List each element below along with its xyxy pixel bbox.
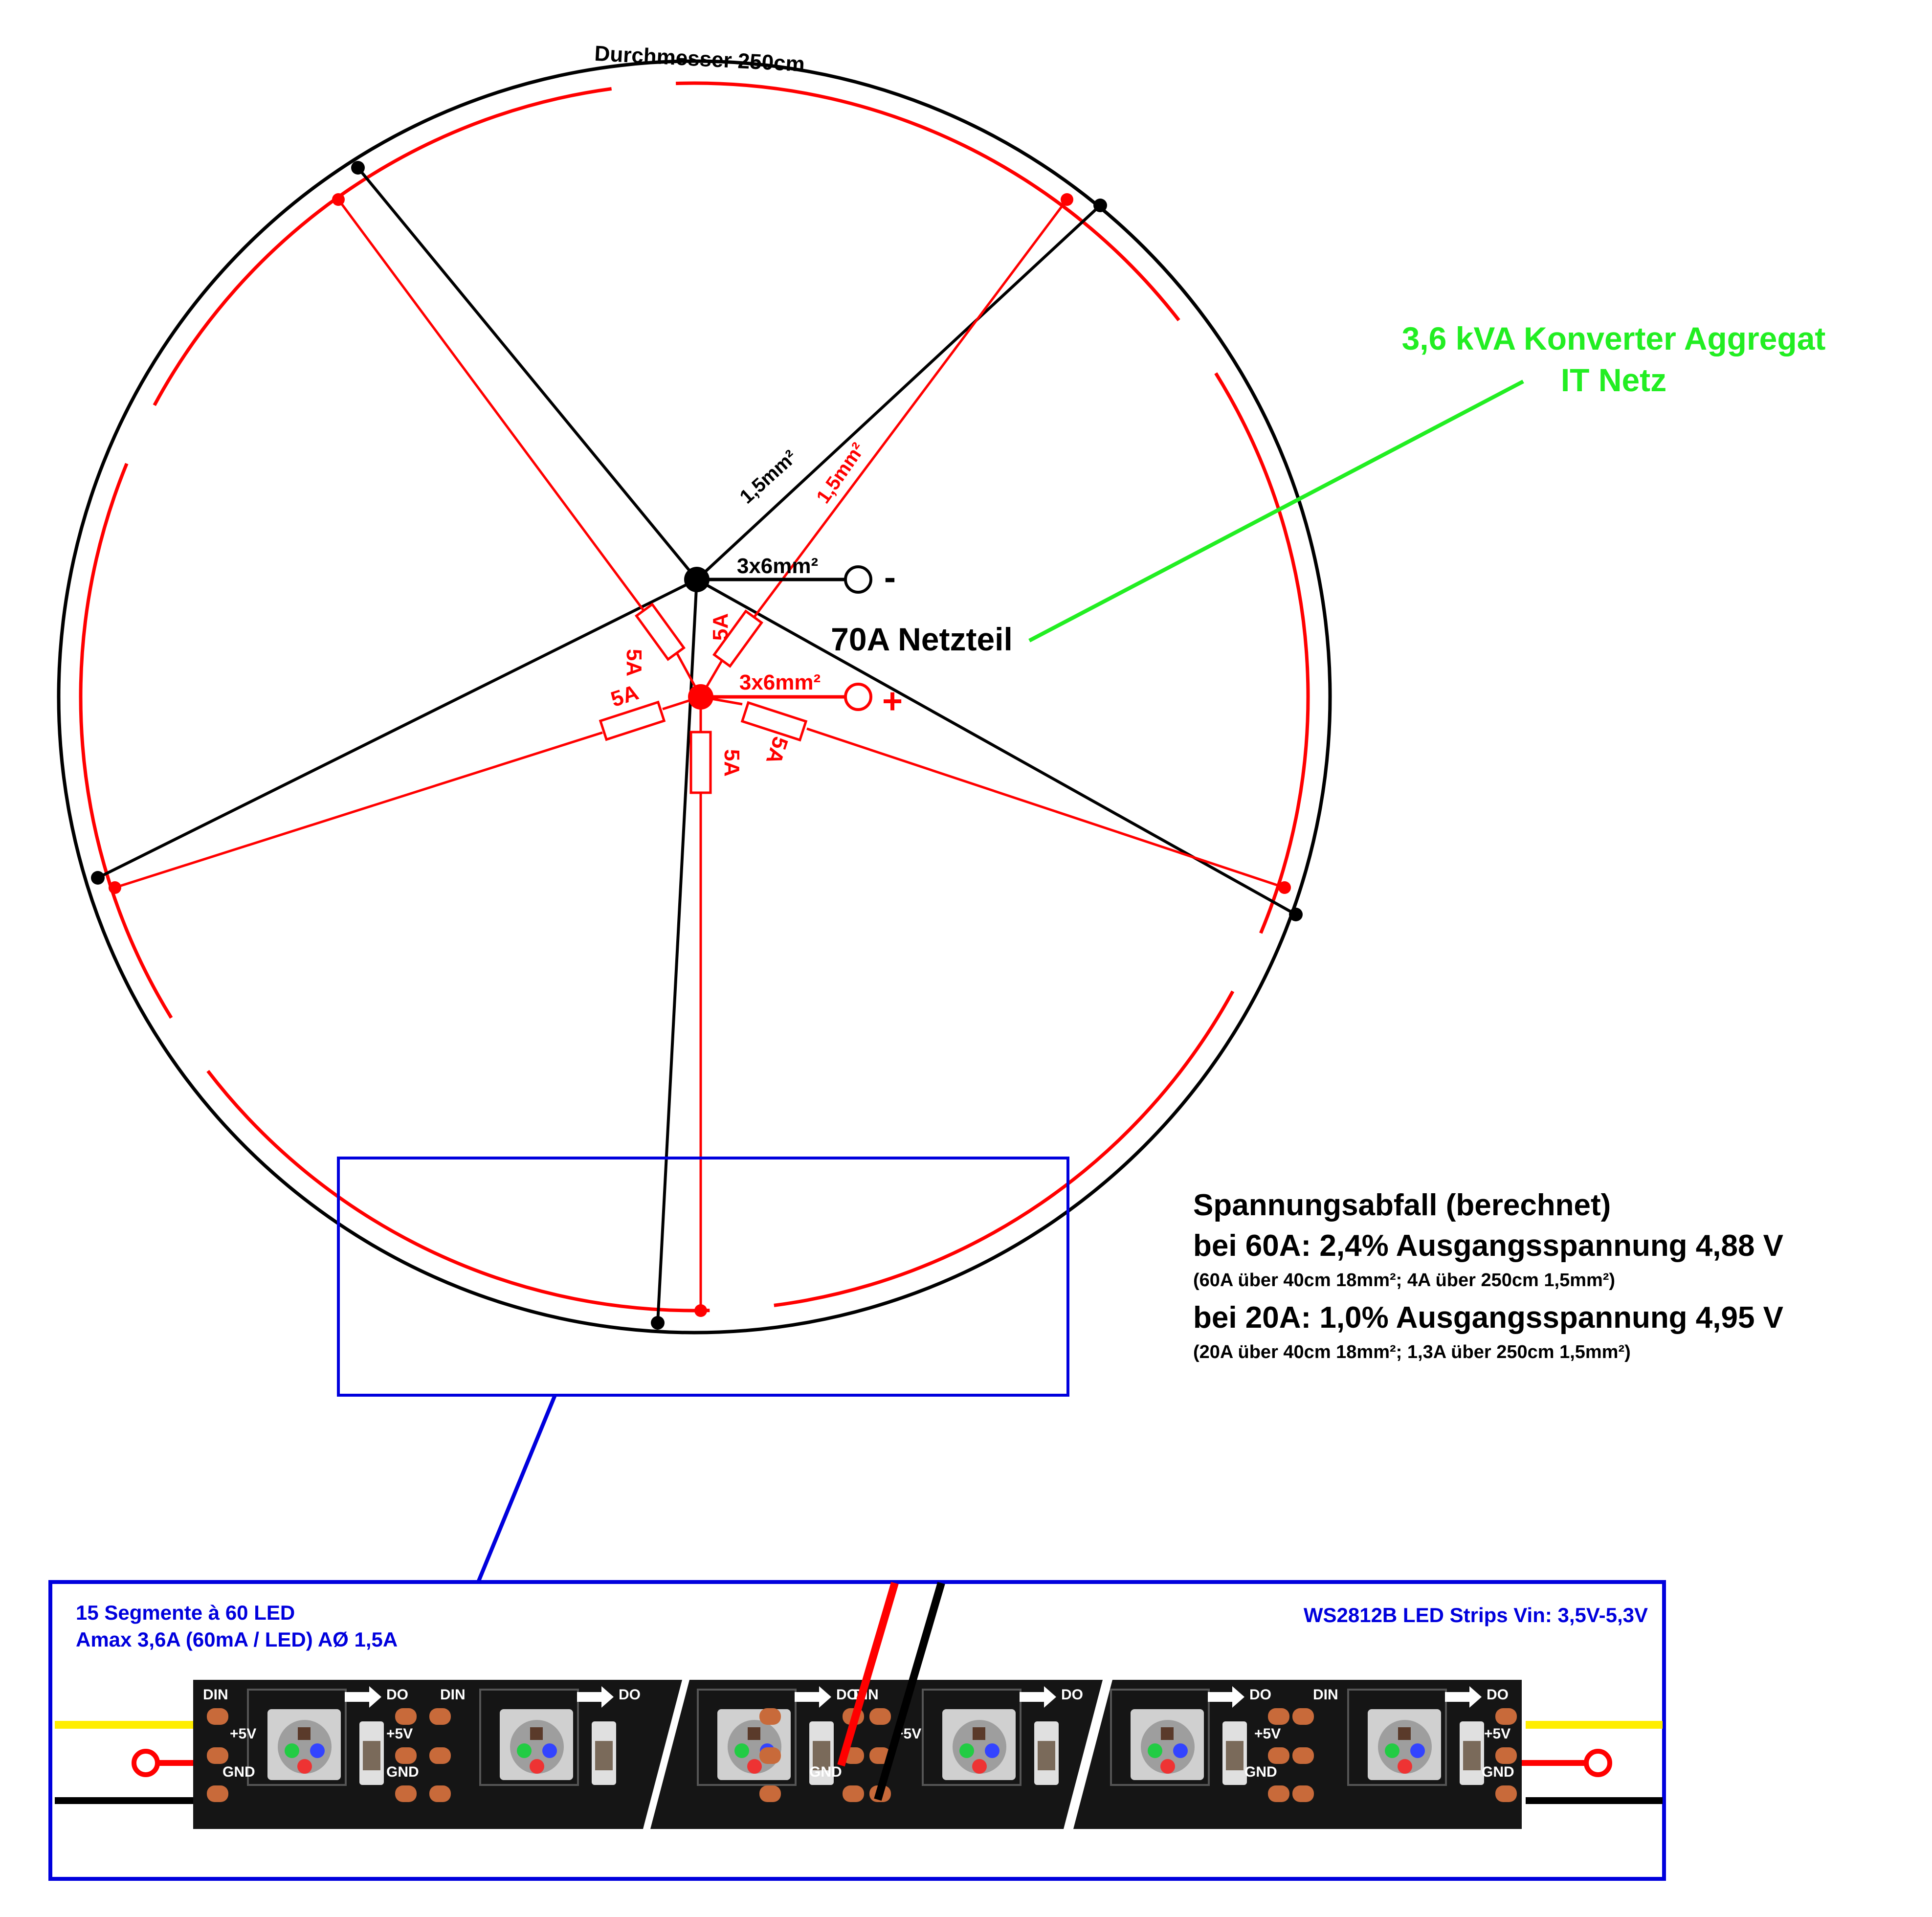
led-package: DO — [922, 1686, 1083, 1786]
pad-label-do: DO — [836, 1687, 858, 1703]
fuse-group — [599, 602, 808, 794]
vdrop-note2: (20A über 40cm 18mm²; 1,3A über 250cm 1,… — [1193, 1342, 1631, 1362]
fuse-top-right — [712, 609, 764, 668]
solder-pad — [759, 1708, 781, 1725]
positive-terminals — [109, 193, 1291, 1317]
pad-label-do: DO — [1061, 1687, 1083, 1703]
negative-terminal — [844, 565, 872, 594]
fuse-label-2: 5A — [709, 613, 733, 641]
pad-label-v5: +5V — [230, 1726, 256, 1742]
pos-wire-label: 3x6mm² — [739, 670, 821, 694]
led-package: DO — [1347, 1686, 1509, 1786]
solder-pad — [759, 1747, 781, 1764]
fuse-left — [599, 700, 666, 741]
voltage-drop-block: Spannungsabfall (berechnet) bei 60A: 2,4… — [1193, 1188, 1783, 1362]
zoom-leader — [476, 1394, 557, 1583]
solder-pad — [395, 1785, 417, 1802]
solder-pad — [1292, 1708, 1314, 1725]
led-package: DO — [1110, 1686, 1271, 1786]
solder-pad — [759, 1785, 781, 1802]
pad-label-gnd: GND — [222, 1764, 255, 1780]
fuse-label-4: 5A — [720, 749, 744, 777]
pad-label-v5: +5V — [1254, 1726, 1281, 1742]
feed-wire-black — [874, 1582, 945, 1801]
negative-terminals — [91, 161, 1303, 1330]
black-ring — [57, 59, 1332, 1335]
fuse-right — [740, 701, 808, 742]
zoom-box — [337, 1157, 1069, 1397]
solder-pad — [869, 1708, 891, 1725]
feed-wire-red — [837, 1582, 899, 1767]
cable-black-label: 1,5mm² — [736, 446, 801, 508]
strip-info-line1: 15 Segmente à 60 LED — [76, 1601, 295, 1624]
strip-info-line2: Amax 3,6A (60mA / LED) AØ 1,5A — [76, 1628, 398, 1651]
converter-line2: IT Netz — [1561, 362, 1666, 398]
vdrop-note1: (60A über 40cm 18mm²; 4A über 250cm 1,5m… — [1193, 1270, 1615, 1291]
fuse-bottom — [689, 731, 712, 794]
led-package: DO — [479, 1686, 641, 1786]
pad-label-do: DO — [386, 1687, 408, 1703]
vdrop-line2: bei 20A: 1,0% Ausgangsspannung 4,95 V — [1193, 1301, 1783, 1335]
solder-pad — [1268, 1747, 1289, 1764]
solder-pad — [843, 1785, 864, 1802]
vdrop-title: Spannungsabfall (berechnet) — [1193, 1188, 1611, 1222]
pad-label-din: DIN — [203, 1687, 228, 1703]
solder-pad — [429, 1747, 451, 1764]
pad-label-v5: +5V — [386, 1726, 413, 1742]
solder-pad — [1268, 1708, 1289, 1725]
positive-spokes — [114, 199, 1285, 1311]
pad-label-din: DIN — [1313, 1687, 1338, 1703]
solder-pad — [429, 1785, 451, 1802]
solder-pad — [1495, 1747, 1517, 1764]
diameter-label: Durchmesser 250cm — [594, 42, 805, 76]
solder-pad — [1292, 1785, 1314, 1802]
solder-pad — [207, 1747, 228, 1764]
neg-wire-label: 3x6mm² — [737, 554, 818, 578]
pad-label-v5: +5V — [1484, 1726, 1510, 1742]
pad-label-do: DO — [1249, 1687, 1271, 1703]
converter-line1: 3,6 kVA Konverter Aggregat — [1402, 320, 1826, 357]
solder-pad — [207, 1785, 228, 1802]
solder-pad — [1292, 1747, 1314, 1764]
vdrop-line1: bei 60A: 2,4% Ausgangsspannung 4,88 V — [1193, 1229, 1783, 1263]
solder-pad — [1495, 1785, 1517, 1802]
pad-label-do: DO — [1487, 1687, 1509, 1703]
led-package: DO — [697, 1686, 858, 1786]
plus-terminal-right — [1584, 1749, 1612, 1777]
led-package: DO — [247, 1686, 408, 1786]
solder-pad — [1268, 1785, 1289, 1802]
psu-label: 70A Netzteil — [831, 621, 1013, 657]
solder-pad — [395, 1708, 417, 1725]
pad-label-gnd: GND — [809, 1764, 842, 1780]
solder-pad — [1495, 1708, 1517, 1725]
pad-label-din: DIN — [440, 1687, 466, 1703]
solder-pad — [207, 1708, 228, 1725]
strip-model: WS2812B LED Strips Vin: 3,5V-5,3V — [1304, 1604, 1648, 1627]
plus-terminal-left — [132, 1749, 160, 1777]
solder-pad — [429, 1708, 451, 1725]
pad-label-do: DO — [619, 1687, 641, 1703]
positive-terminal — [844, 683, 872, 711]
fuse-label-5: 5A — [608, 680, 642, 712]
pad-label-gnd: GND — [386, 1764, 419, 1780]
solder-pad — [395, 1747, 417, 1764]
pad-label-gnd: GND — [1244, 1764, 1277, 1780]
pad-label-gnd: GND — [1482, 1764, 1514, 1780]
converter-leader — [1028, 379, 1524, 643]
fuse-label-3: 5A — [761, 734, 793, 767]
neg-symbol: - — [884, 558, 896, 597]
pos-symbol: + — [882, 682, 903, 721]
fuse-label-1: 5A — [622, 649, 646, 676]
fuse-top-left — [634, 602, 686, 661]
